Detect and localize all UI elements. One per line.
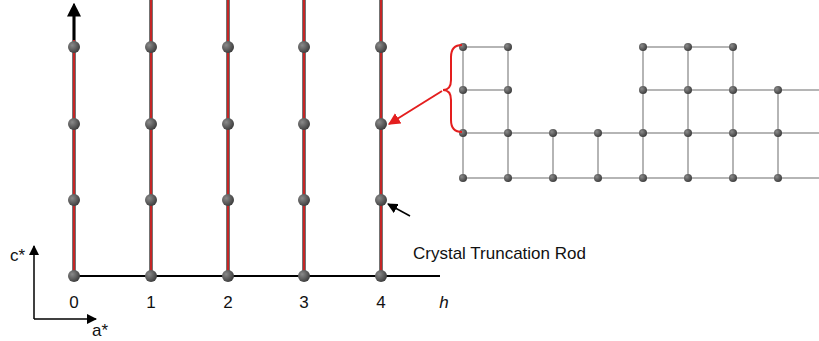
reciprocal-points (68, 41, 387, 282)
tick-label: 0 (69, 294, 78, 311)
step-brace (443, 45, 462, 132)
truncation-rods (74, 0, 381, 276)
surface-lattice-atoms (459, 43, 782, 182)
tick-label: 3 (299, 294, 308, 311)
reciprocal-axes (34, 4, 440, 319)
axis-label: a* (92, 322, 108, 339)
rod-leader-arrow (388, 204, 410, 216)
tick-label: 2 (223, 294, 232, 311)
brace-arrow (389, 91, 442, 124)
surface-lattice-bonds (463, 47, 819, 178)
tick-label: 1 (146, 294, 155, 311)
callout-label: Crystal Truncation Rod (413, 245, 586, 262)
tick-label: 4 (376, 294, 385, 311)
axis-label: c* (10, 247, 25, 264)
axis-label: h (439, 294, 448, 311)
